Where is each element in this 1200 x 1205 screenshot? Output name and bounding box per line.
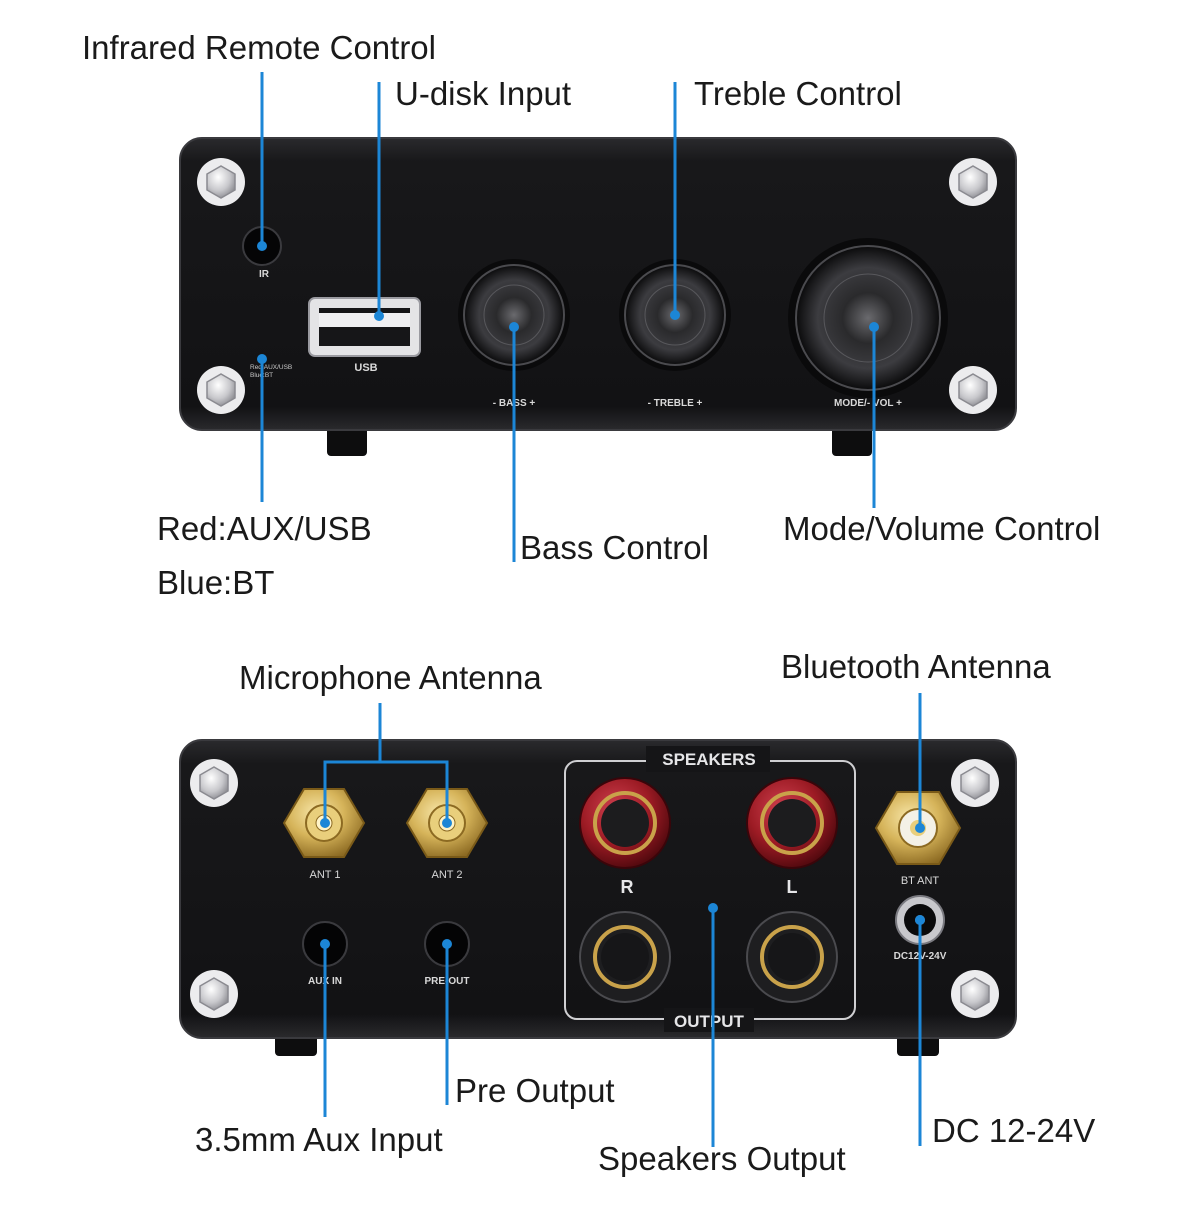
- u-disk-input-callout: U-disk Input: [395, 75, 572, 112]
- speakers-frame: [564, 746, 856, 1032]
- mode-volume-callout: Mode/Volume Control: [783, 510, 1101, 547]
- treble-label: - TREBLE +: [648, 398, 703, 409]
- mic-antenna-bracket: [323, 760, 449, 823]
- bass-control-callout: Bass Control: [520, 529, 709, 566]
- dot-bt-ant: [915, 823, 925, 833]
- right-channel-label: R: [621, 877, 634, 897]
- dot-speakers: [708, 903, 718, 913]
- microphone-antenna-callout: Microphone Antenna: [239, 659, 542, 696]
- front-bolt-top-left: [197, 158, 245, 206]
- output-footer: OUTPUT: [674, 1012, 745, 1031]
- led-blue-callout: Blue:BT: [157, 564, 275, 601]
- rear-bolt-top-left: [190, 759, 238, 807]
- dot-volume: [869, 322, 879, 332]
- binding-post-right-positive[interactable]: [579, 777, 671, 869]
- rear-bolt-bottom-right: [951, 970, 999, 1018]
- front-bolt-top-right: [949, 158, 997, 206]
- treble-control-callout: Treble Control: [694, 75, 902, 112]
- led-label-line-1: Red:AUX/USB: [250, 364, 292, 371]
- speakers-header: SPEAKERS: [662, 750, 756, 769]
- dot-pre-out: [442, 939, 452, 949]
- dot-treble: [670, 310, 680, 320]
- dot-dc: [915, 915, 925, 925]
- infrared-remote-callout: Infrared Remote Control: [82, 29, 436, 66]
- dot-ir: [257, 241, 267, 251]
- rear-bolt-bottom-left: [190, 970, 238, 1018]
- front-panel: IR USB Red:AUX/USB Blue:BT - BASS + - TR…: [179, 137, 1017, 456]
- led-red-callout: Red:AUX/USB: [157, 510, 372, 547]
- front-bolt-bottom-left: [197, 366, 245, 414]
- usb-port[interactable]: [308, 297, 421, 357]
- volume-knob[interactable]: [788, 238, 948, 398]
- pre-output-callout: Pre Output: [455, 1072, 615, 1109]
- dc-input-callout: DC 12-24V: [932, 1112, 1096, 1149]
- ant1-label: ANT 1: [310, 869, 341, 881]
- usb-label: USB: [354, 362, 377, 374]
- bass-knob[interactable]: [458, 259, 570, 371]
- callout-lines: [260, 72, 922, 1147]
- dot-aux: [320, 939, 330, 949]
- dot-led: [257, 354, 267, 364]
- dot-usb: [374, 311, 384, 321]
- rear-bolt-top-right: [951, 759, 999, 807]
- binding-post-left-positive[interactable]: [746, 777, 838, 869]
- ir-label: IR: [259, 269, 270, 280]
- dot-bass: [509, 322, 519, 332]
- binding-post-left-negative[interactable]: [746, 911, 838, 1003]
- dot-ant2: [442, 818, 452, 828]
- bt-ant-label: BT ANT: [901, 875, 940, 887]
- ant2-label: ANT 2: [432, 869, 463, 881]
- front-bolt-bottom-right: [949, 366, 997, 414]
- speakers-output-callout: Speakers Output: [598, 1140, 846, 1177]
- left-channel-label: L: [787, 877, 798, 897]
- rear-panel: ANT 1 ANT 2 AUX IN PRE-OUT SPEAKERS OUTP…: [179, 739, 1017, 1056]
- bluetooth-antenna-callout: Bluetooth Antenna: [781, 648, 1051, 685]
- aux-input-callout: 3.5mm Aux Input: [195, 1121, 443, 1158]
- binding-post-right-negative[interactable]: [579, 911, 671, 1003]
- callout-dots: [257, 241, 925, 949]
- dot-ant1: [320, 818, 330, 828]
- volume-label: MODE/- VOL +: [834, 398, 902, 409]
